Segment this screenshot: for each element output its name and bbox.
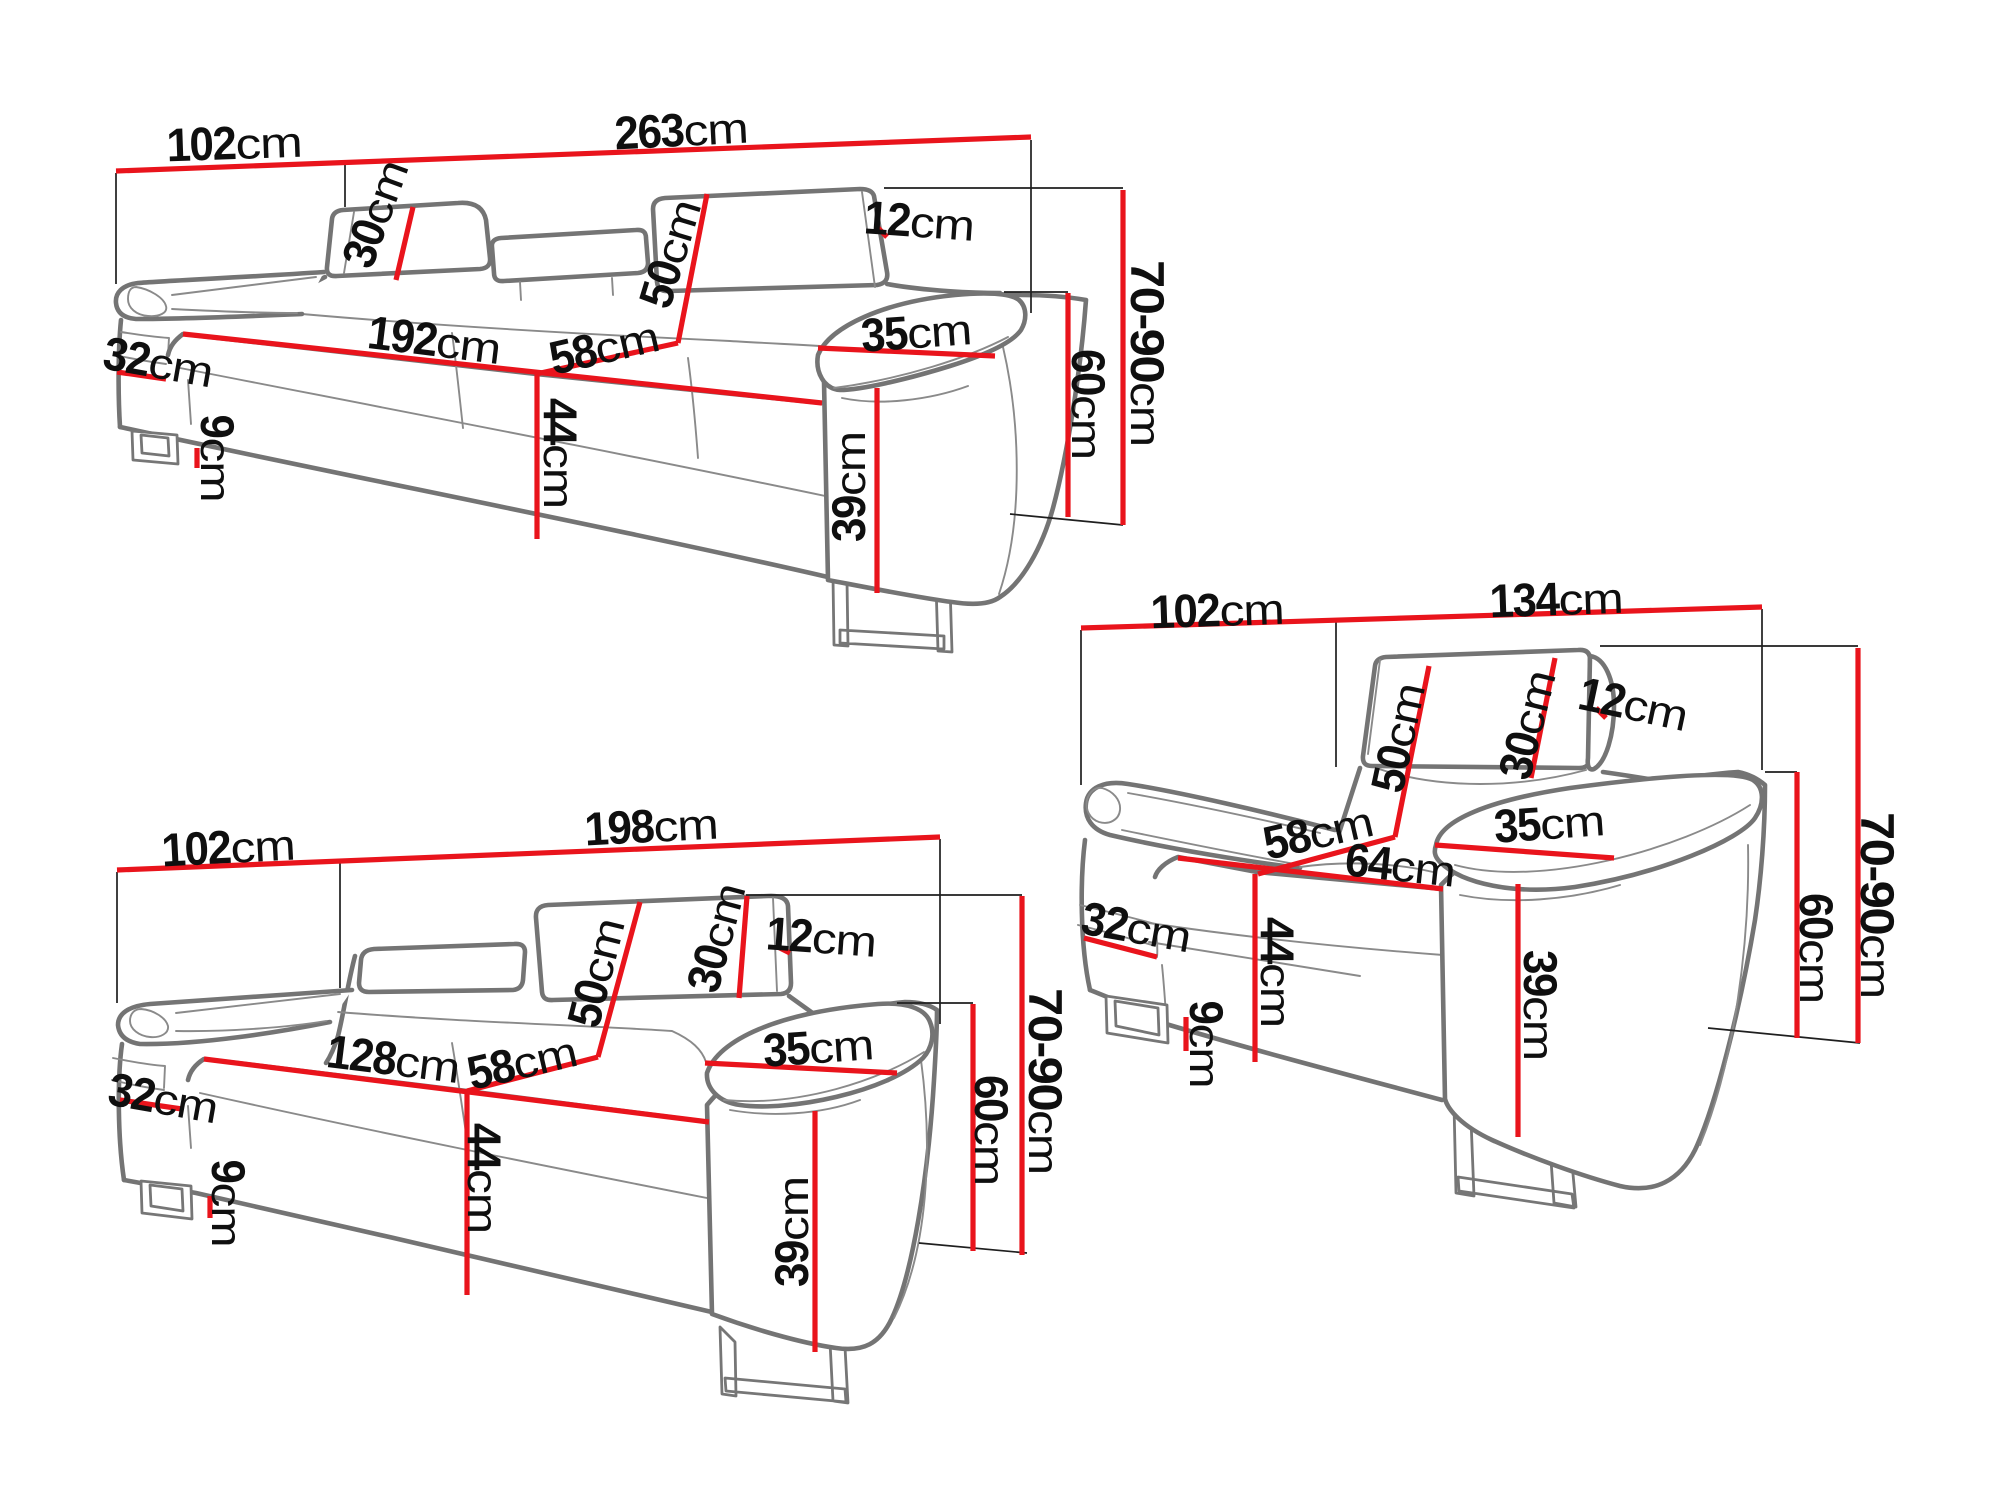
svg-text:102cm: 102cm — [166, 114, 303, 172]
svg-text:70-90cm: 70-90cm — [1019, 988, 1072, 1174]
svg-text:60cm: 60cm — [965, 1075, 1018, 1185]
svg-text:35cm: 35cm — [1492, 792, 1605, 853]
svg-text:128cm: 128cm — [324, 1024, 462, 1093]
svg-text:12cm: 12cm — [764, 906, 877, 967]
svg-text:39cm: 39cm — [765, 1177, 818, 1287]
svg-text:70-90cm: 70-90cm — [1851, 812, 1904, 998]
svg-text:35cm: 35cm — [859, 301, 972, 362]
svg-text:32cm: 32cm — [104, 1062, 222, 1133]
svg-text:44cm: 44cm — [1251, 917, 1304, 1027]
svg-text:32cm: 32cm — [99, 326, 217, 397]
svg-text:44cm: 44cm — [458, 1123, 511, 1233]
svg-text:60cm: 60cm — [1062, 349, 1115, 459]
svg-text:198cm: 198cm — [583, 796, 719, 856]
svg-text:9cm: 9cm — [202, 1160, 255, 1247]
svg-text:39cm: 39cm — [822, 432, 875, 542]
svg-text:64cm: 64cm — [1343, 832, 1458, 896]
svg-text:9cm: 9cm — [191, 415, 244, 502]
svg-text:35cm: 35cm — [761, 1016, 874, 1077]
svg-text:58cm: 58cm — [1258, 793, 1377, 869]
svg-text:102cm: 102cm — [160, 817, 296, 877]
svg-text:44cm: 44cm — [534, 398, 587, 508]
svg-text:60cm: 60cm — [1790, 893, 1843, 1003]
svg-text:70-90cm: 70-90cm — [1121, 260, 1174, 446]
svg-text:102cm: 102cm — [1150, 581, 1285, 639]
svg-text:32cm: 32cm — [1077, 891, 1195, 962]
svg-text:263cm: 263cm — [613, 100, 749, 160]
svg-text:12cm: 12cm — [862, 190, 975, 251]
svg-text:39cm: 39cm — [1514, 950, 1567, 1060]
svg-text:134cm: 134cm — [1489, 570, 1624, 628]
svg-text:12cm: 12cm — [1574, 666, 1693, 741]
svg-text:9cm: 9cm — [1180, 1001, 1233, 1088]
svg-text:192cm: 192cm — [365, 305, 503, 374]
